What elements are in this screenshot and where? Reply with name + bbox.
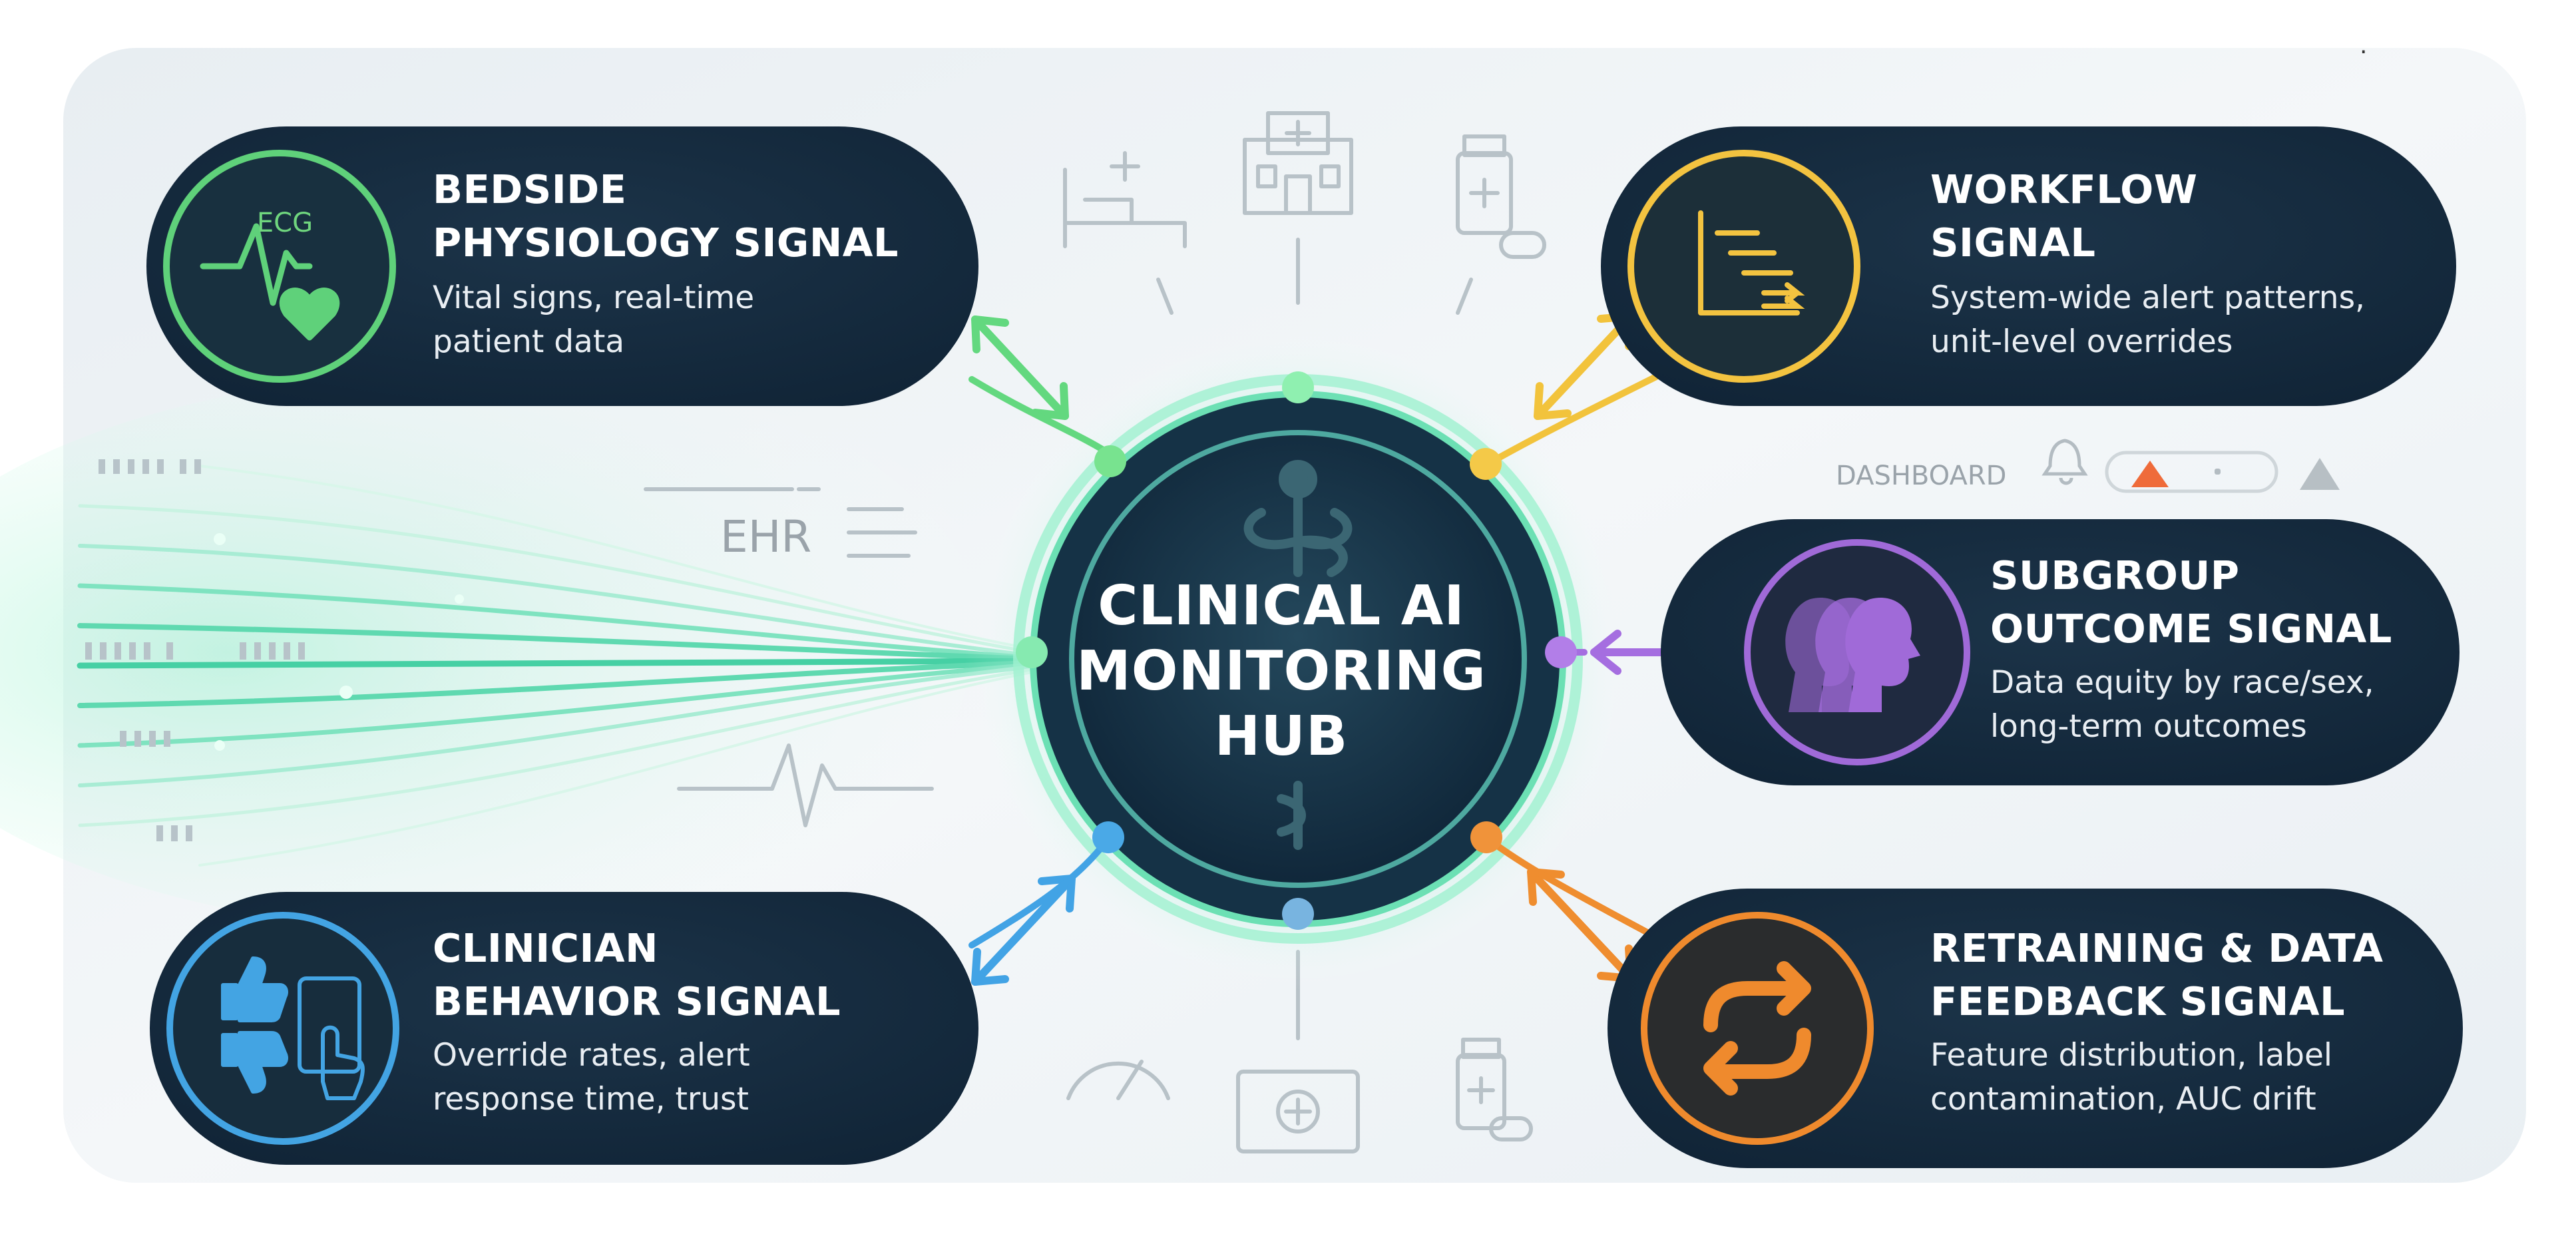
subgroup-title-line2: OUTCOME SIGNAL [1990,602,2392,656]
hub-title-line3: HUB [1038,704,1524,769]
workflow-title-line1: WORKFLOW [1930,163,2365,216]
workflow-title-line2: SIGNAL [1930,216,2365,270]
node-top-right [1470,448,1502,480]
hub-title: CLINICAL AI MONITORING HUB [1038,574,1524,769]
node-bottom [1282,898,1314,930]
retraining-title-line2: FEEDBACK SIGNAL [1930,975,2384,1028]
workflow-desc-line2: unit-level overrides [1930,320,2365,364]
hub-title-line2: MONITORING [1038,639,1524,704]
retraining-desc-line1: Feature distribution, label [1930,1034,2384,1078]
retraining-signal-card: RETRAINING & DATA FEEDBACK SIGNAL Featur… [1930,922,2384,1122]
clinician-desc-line2: response time, trust [433,1078,841,1122]
node-top-left [1094,445,1126,477]
clinician-signal-card: CLINICIAN BEHAVIOR SIGNAL Override rates… [433,922,841,1122]
workflow-signal-card: WORKFLOW SIGNAL System-wide alert patter… [1930,163,2365,364]
bedside-desc-line2: patient data [433,320,899,364]
bedside-title-line2: PHYSIOLOGY SIGNAL [433,216,899,270]
bedside-signal-card: BEDSIDE PHYSIOLOGY SIGNAL Vital signs, r… [433,163,899,364]
node-bottom-right [1470,821,1502,853]
retraining-desc-line2: contamination, AUC drift [1930,1078,2384,1122]
hub-title-line1: CLINICAL AI [1038,574,1524,639]
node-top [1282,371,1314,403]
node-bottom-left [1092,821,1124,853]
subgroup-title-line1: SUBGROUP [1990,549,2392,602]
retraining-title-line1: RETRAINING & DATA [1930,922,2384,975]
ecg-icon-label: ECG [245,208,325,238]
bedside-desc-line1: Vital signs, real-time [433,276,899,320]
ehr-label: EHR [720,511,811,562]
subgroup-signal-card: SUBGROUP OUTCOME SIGNAL Data equity by r… [1990,549,2392,749]
subgroup-desc-line2: long-term outcomes [1990,705,2392,749]
dashboard-label: DASHBOARD [1836,461,2006,491]
bedside-title-line1: BEDSIDE [433,163,899,216]
clinician-desc-line1: Override rates, alert [433,1034,841,1078]
clinician-title-line1: CLINICIAN [433,922,841,975]
node-right [1545,636,1577,668]
svg-text:.: . [2360,32,2367,59]
clinician-title-line2: BEHAVIOR SIGNAL [433,975,841,1028]
workflow-desc-line1: System-wide alert patterns, [1930,276,2365,320]
subgroup-desc-line1: Data equity by race/sex, [1990,661,2392,705]
